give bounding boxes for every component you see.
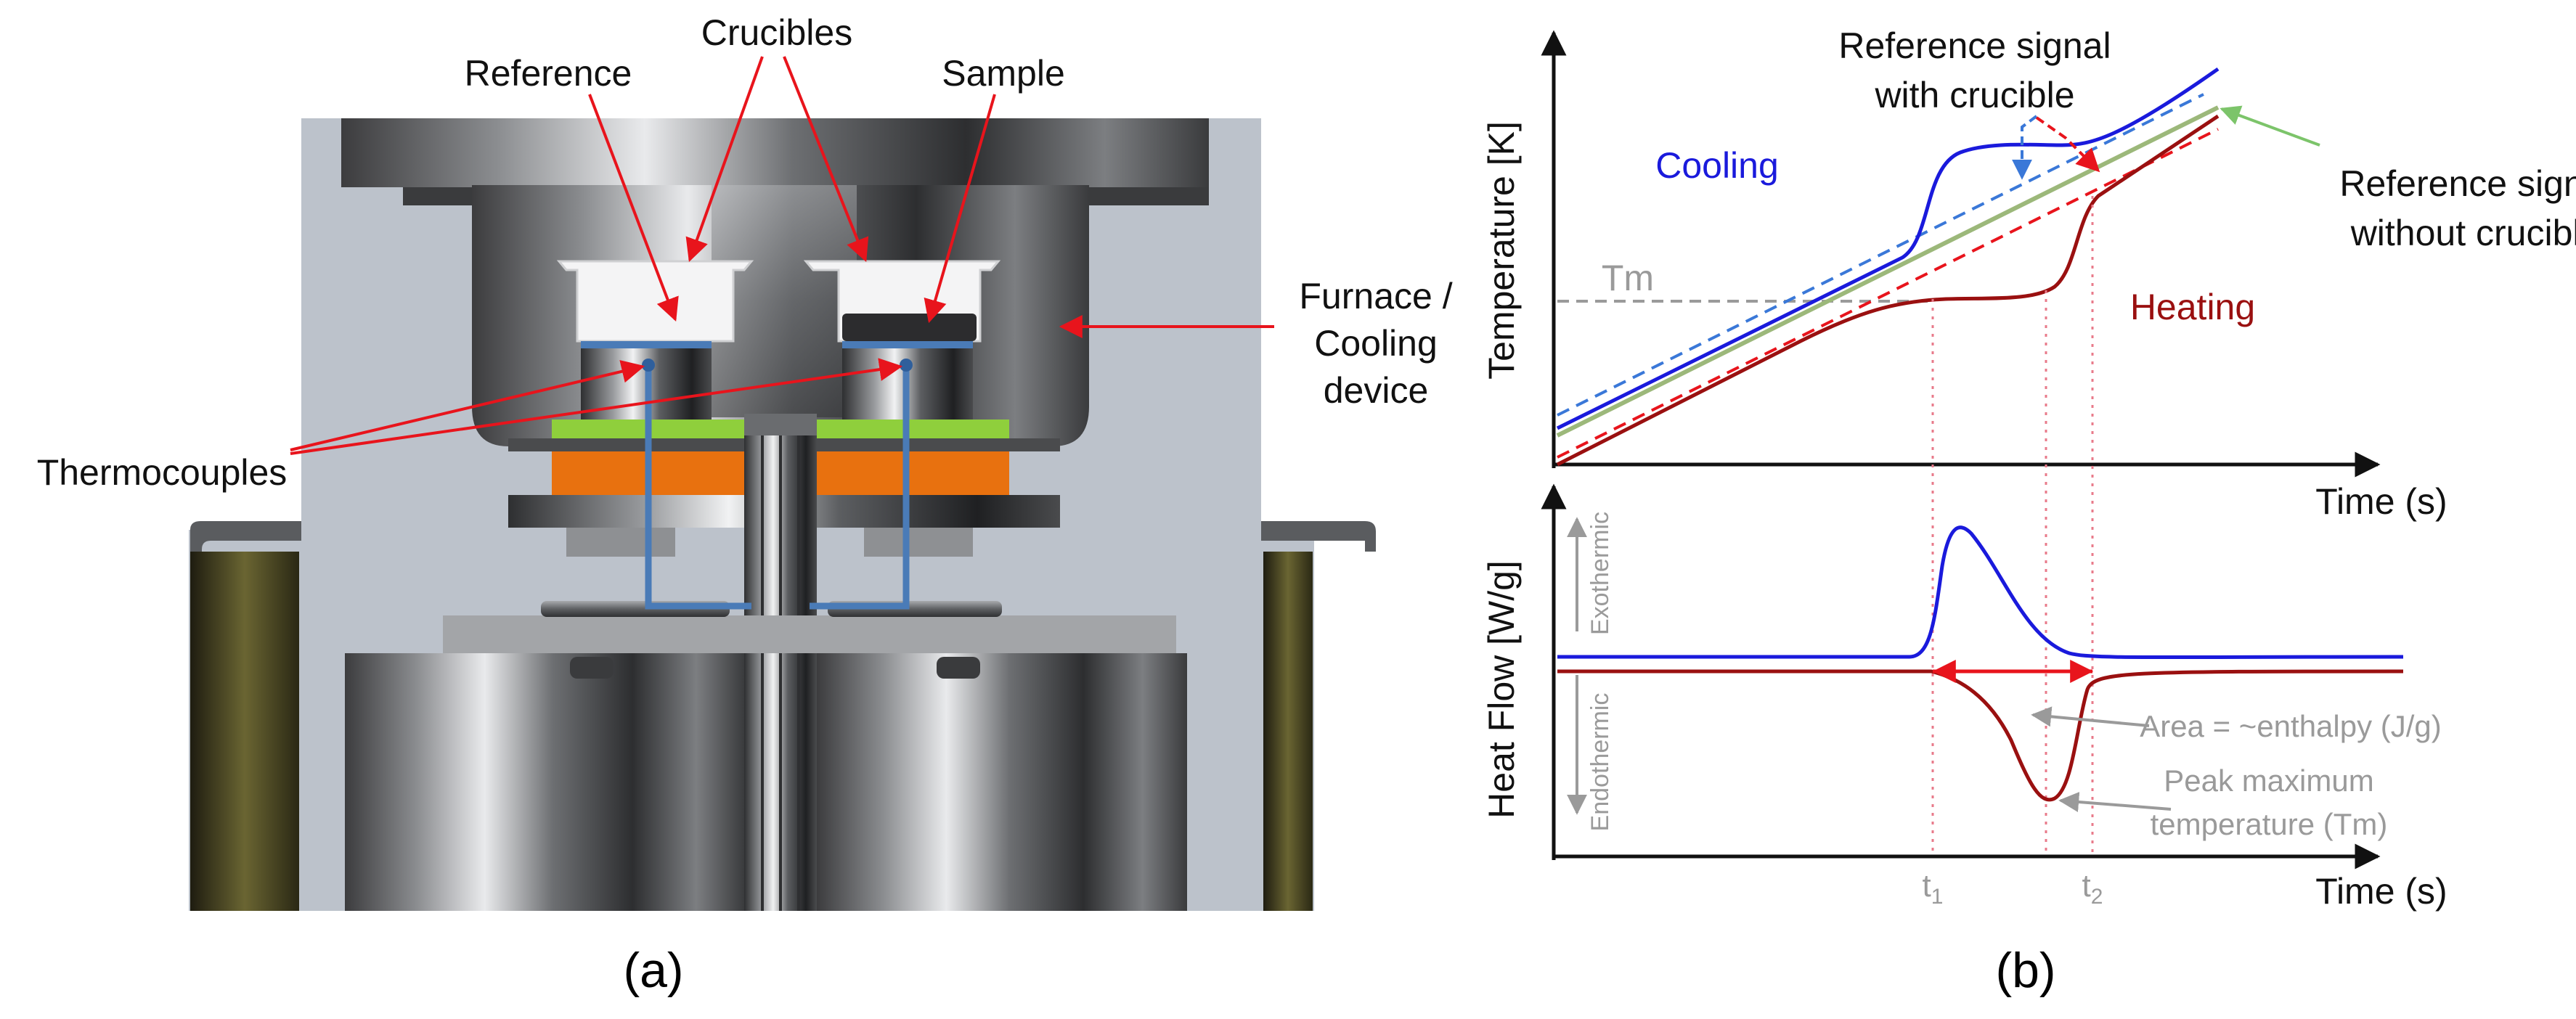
arrow-sample <box>924 94 996 324</box>
label-thermocouples: Thermocouples <box>37 452 288 493</box>
arrow-reference <box>588 94 679 322</box>
lower-cylinder-right <box>817 653 1187 911</box>
label-reference: Reference <box>465 53 632 94</box>
top-y-label: Temperature [K] <box>1481 121 1522 380</box>
ref-without-label-1: Reference signal <box>2339 163 2576 204</box>
bottom-x-label: Time (s) <box>2315 871 2447 912</box>
arrow-thermocouple-left <box>290 360 645 451</box>
lower-cylinder-left <box>345 653 744 911</box>
ref-with-label-1: Reference signal <box>1838 25 2111 66</box>
label-sample: Sample <box>942 53 1065 94</box>
peak-label-2: temperature (Tm) <box>2151 807 2388 841</box>
label-crucibles: Crucibles <box>701 12 852 53</box>
tm-label: Tm <box>1602 258 1654 298</box>
heating-label: Heating <box>2130 287 2255 327</box>
t2-label: t2 <box>2082 868 2103 909</box>
right-shell <box>1263 552 1313 911</box>
gasket-right <box>817 420 1009 438</box>
heating-curve <box>1556 114 2220 467</box>
heatflow-heating-curve <box>1557 669 2404 802</box>
heatflow-cooling-curve <box>1557 525 2404 660</box>
dsc-cell-illustration <box>189 118 1376 911</box>
arrow-ref-without <box>2220 105 2320 147</box>
arrow-crucibles-right <box>783 56 869 262</box>
holder-right <box>813 451 1009 495</box>
label-furnace: Furnace / <box>1299 276 1452 316</box>
arrow-thermocouple-right <box>290 358 903 455</box>
arrow-peak <box>2058 792 2172 812</box>
left-shell <box>190 552 299 911</box>
ref-with-label-2: with crucible <box>1874 75 2074 115</box>
panel-b: Temperature [K] Time (s) Tm Cooling Heat… <box>1481 25 2576 998</box>
ref-without-label-2: without crucible <box>2350 213 2576 253</box>
peak-label-1: Peak maximum <box>2164 764 2373 798</box>
reference-without-crucible-line <box>1556 105 2220 438</box>
top-x-label: Time (s) <box>2315 481 2447 522</box>
label-cooling: Cooling <box>1314 323 1438 364</box>
base-plate <box>443 615 1176 653</box>
sample-material <box>842 314 977 341</box>
caption-b: (b) <box>1995 943 2055 998</box>
bottom-y-label: Heat Flow [W/g] <box>1481 560 1522 819</box>
area-label: Area = ~enthalpy (J/g) <box>2140 709 2442 743</box>
arrow-ref-with-blue <box>2012 115 2038 180</box>
exothermic-label: Exothermic <box>1586 512 1614 635</box>
lid <box>341 118 1209 187</box>
t1-label: t1 <box>1923 868 1944 909</box>
cooling-label: Cooling <box>1655 145 1779 186</box>
endothermic-label: Endothermic <box>1586 693 1614 832</box>
reference-with-crucible-heating <box>1557 128 2219 459</box>
arrow-area <box>2031 706 2150 727</box>
thermocouple-wire-right <box>810 367 910 610</box>
cooling-curve <box>1556 67 2220 430</box>
arrow-ref-with-red <box>2035 116 2100 173</box>
reference-crucible <box>556 260 754 343</box>
caption-a: (a) <box>623 943 683 998</box>
arrow-crucibles-left <box>685 56 764 263</box>
thermocouple-wire-left <box>645 367 751 610</box>
reference-with-crucible-cooling <box>1557 93 2204 417</box>
label-device: device <box>1324 370 1429 411</box>
panel-a-annotations: Crucibles Reference Sample Furnace / Coo… <box>37 12 1453 998</box>
